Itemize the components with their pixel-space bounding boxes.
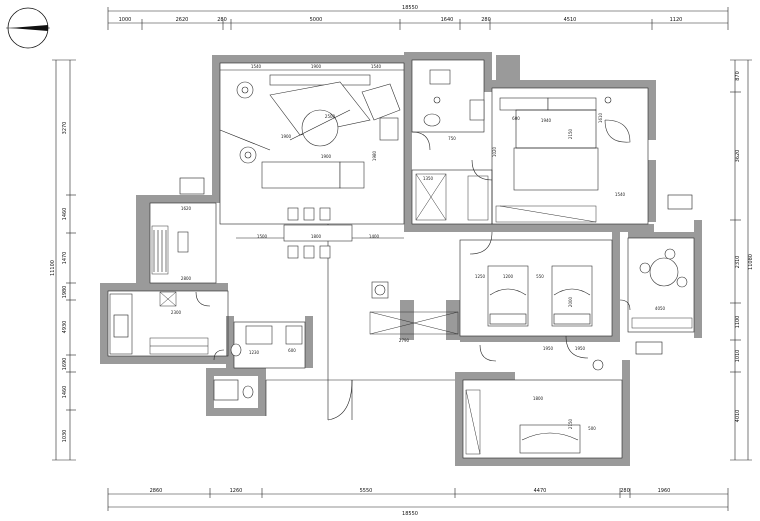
top-dim-8: 1120 bbox=[670, 17, 683, 23]
bottom-dim-2: 1260 bbox=[230, 488, 243, 494]
top-dim-6: 280 bbox=[481, 17, 491, 23]
wc-dim-a: 750 bbox=[448, 136, 456, 141]
left-dim-4: 1980 bbox=[62, 286, 68, 299]
kitchen-dim-c: 600 bbox=[288, 348, 296, 353]
left-overall-dim: 11100 bbox=[50, 260, 56, 276]
bottom-dim-3: 5550 bbox=[360, 488, 373, 494]
left-dimension-chain: 3270 1460 1470 1980 4930 1690 1460 1030 … bbox=[50, 59, 76, 461]
top-dimension-chain: 18550 1000 2620 280 5000 1640 280 4510 1… bbox=[107, 5, 729, 30]
living-dim-c: 2500 bbox=[325, 114, 336, 119]
bedroom-two-furniture bbox=[369, 265, 593, 335]
wc-dim-c: 1350 bbox=[423, 176, 434, 181]
right-dim-1: 870 bbox=[735, 71, 741, 81]
hall-dim-r: 1400 bbox=[369, 234, 380, 239]
left-dim-8: 1030 bbox=[62, 430, 68, 443]
top-dim-7: 4510 bbox=[564, 17, 577, 23]
walls bbox=[100, 52, 702, 466]
bottom-dim-6: 1960 bbox=[658, 488, 671, 494]
doors bbox=[195, 131, 631, 421]
balcony-dim-b: 1950 bbox=[543, 346, 554, 351]
room-dimension-labels: 1540 1900 1540 2500 1900 1980 1900 1800 … bbox=[171, 64, 666, 431]
left-dim-7: 1460 bbox=[62, 386, 68, 399]
right-dimension-chain: 870 3620 2310 1100 1010 4010 11080 bbox=[730, 59, 754, 461]
top-dim-5: 1640 bbox=[441, 17, 454, 23]
bottom-dim-5: 280 bbox=[620, 488, 630, 494]
top-dim-2: 2620 bbox=[176, 17, 189, 23]
wc-fixtures bbox=[423, 69, 485, 127]
left-dim-1: 3270 bbox=[62, 122, 68, 135]
living-dim-e: 1980 bbox=[372, 150, 377, 161]
north-arrow-icon bbox=[6, 7, 50, 49]
right-dim-6: 4010 bbox=[735, 410, 741, 423]
bed2-dim-a: 1250 bbox=[475, 274, 486, 279]
bed3-dim-c: 500 bbox=[588, 426, 596, 431]
living-dim-w: 1900 bbox=[311, 64, 322, 69]
kitchen-dim-b: 1230 bbox=[249, 350, 260, 355]
balcony-dim-a: 4050 bbox=[655, 306, 666, 311]
living-dim-b: 1540 bbox=[371, 64, 382, 69]
bed3-dim-a: 1800 bbox=[533, 396, 544, 401]
living-dim-a: 1540 bbox=[251, 64, 262, 69]
bed2-dim-d: 2000 bbox=[568, 296, 573, 307]
study-furniture bbox=[151, 225, 189, 275]
right-dim-2: 3620 bbox=[735, 150, 741, 163]
balcony-dim-c: 1950 bbox=[575, 346, 586, 351]
right-dim-3: 2310 bbox=[735, 256, 741, 269]
left-dim-3: 1470 bbox=[62, 252, 68, 265]
right-overall-dim: 11080 bbox=[748, 254, 754, 270]
right-dim-4: 1100 bbox=[735, 316, 741, 329]
table-dim: 1800 bbox=[311, 234, 322, 239]
bed2-dim-c: 550 bbox=[536, 274, 544, 279]
left-dim-6: 1690 bbox=[62, 358, 68, 371]
bed1-dim-b: 2150 bbox=[568, 128, 573, 139]
room-outlines bbox=[107, 59, 695, 459]
bedroom-three-furniture bbox=[465, 359, 604, 455]
bottom-dim-4: 4470 bbox=[534, 488, 547, 494]
bed1-dim-e: 1540 bbox=[615, 192, 626, 197]
bottom-overall-dim: 18550 bbox=[402, 511, 418, 517]
bottom-dimension-chain: 2860 1260 5550 4470 280 1960 18550 bbox=[107, 488, 729, 517]
dining-furniture bbox=[287, 207, 331, 259]
lower-bath-fixtures bbox=[213, 325, 303, 401]
top-overall-dim: 18550 bbox=[402, 5, 418, 11]
bottom-dim-1: 2860 bbox=[150, 488, 163, 494]
left-dim-5: 4930 bbox=[62, 321, 68, 334]
wc-dim-b: 1020 bbox=[492, 146, 497, 157]
bed1-dim-a: 600 bbox=[512, 116, 520, 121]
hall-dim-l: 1500 bbox=[257, 234, 268, 239]
living-room-furniture bbox=[219, 74, 401, 189]
living-dim-d: 1900 bbox=[321, 154, 332, 159]
top-dim-1: 1000 bbox=[119, 17, 132, 23]
bed1-dim-c: 1940 bbox=[541, 118, 552, 123]
bed2-dim-b: 1200 bbox=[503, 274, 514, 279]
living-dim-f: 1900 bbox=[281, 134, 292, 139]
left-dim-2: 1460 bbox=[62, 208, 68, 221]
top-dim-3: 280 bbox=[217, 17, 227, 23]
balcony-furniture bbox=[179, 177, 693, 355]
kitchen-fixtures bbox=[109, 291, 209, 355]
study-dim-a: 1620 bbox=[181, 206, 192, 211]
top-dim-4: 5000 bbox=[310, 17, 323, 23]
kitchen-dim-a: 2300 bbox=[171, 310, 182, 315]
bed2-dim-e: 2790 bbox=[399, 338, 410, 343]
master-bedroom-furniture bbox=[495, 96, 631, 223]
bed1-dim-d: 1610 bbox=[598, 112, 603, 123]
right-dim-5: 1010 bbox=[735, 350, 741, 363]
study-dim-b: 2800 bbox=[181, 276, 192, 281]
bed3-dim-b: 2150 bbox=[568, 418, 573, 429]
